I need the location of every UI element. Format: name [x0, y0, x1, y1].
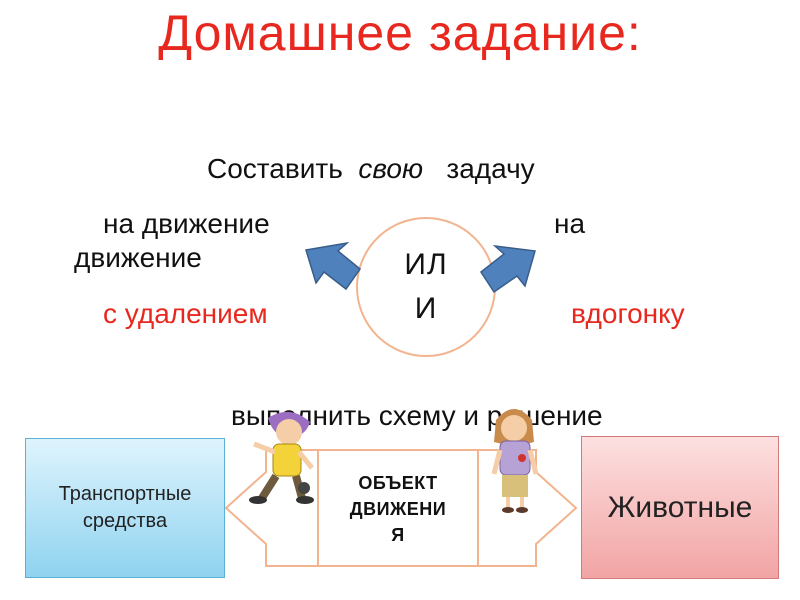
or-label-line1: ИЛ: [404, 248, 448, 281]
girl-icon: [491, 409, 539, 513]
or-label-line2: И: [414, 292, 438, 325]
animals-label: Животные: [607, 490, 753, 524]
transport-box: Транспортные средства: [25, 438, 225, 578]
motion-object-line3: Я: [391, 525, 405, 545]
option-left-bottom: движение: [74, 242, 202, 273]
motion-object-line1: ОБЪЕКТ: [358, 473, 438, 493]
boy-icon: [249, 411, 314, 504]
option-right-top: на: [554, 208, 586, 239]
option-left-top: на движение: [103, 208, 270, 239]
option-receding: с удалением: [103, 298, 268, 329]
task-word-compose: Составить: [207, 153, 343, 184]
motion-object-label: ОБЪЕКТ ДВИЖЕНИ Я: [318, 470, 478, 548]
task-line: Составить свою задачу: [207, 153, 535, 185]
task-word-own: свою: [358, 153, 424, 184]
motion-object-line2: ДВИЖЕНИ: [349, 499, 447, 519]
blue-arrow-left: [305, 241, 362, 291]
or-label: ИЛ И: [356, 243, 496, 331]
blue-arrow-right: [479, 244, 536, 294]
transport-line1: Транспортные: [58, 483, 192, 505]
animals-box: Животные: [581, 436, 779, 579]
transport-line2: средства: [82, 510, 168, 532]
page-title: Домашнее задание:: [158, 5, 642, 61]
option-catch-up: вдогонку: [571, 298, 685, 329]
center-box: [317, 449, 479, 567]
task-word-problem: задачу: [446, 153, 535, 184]
